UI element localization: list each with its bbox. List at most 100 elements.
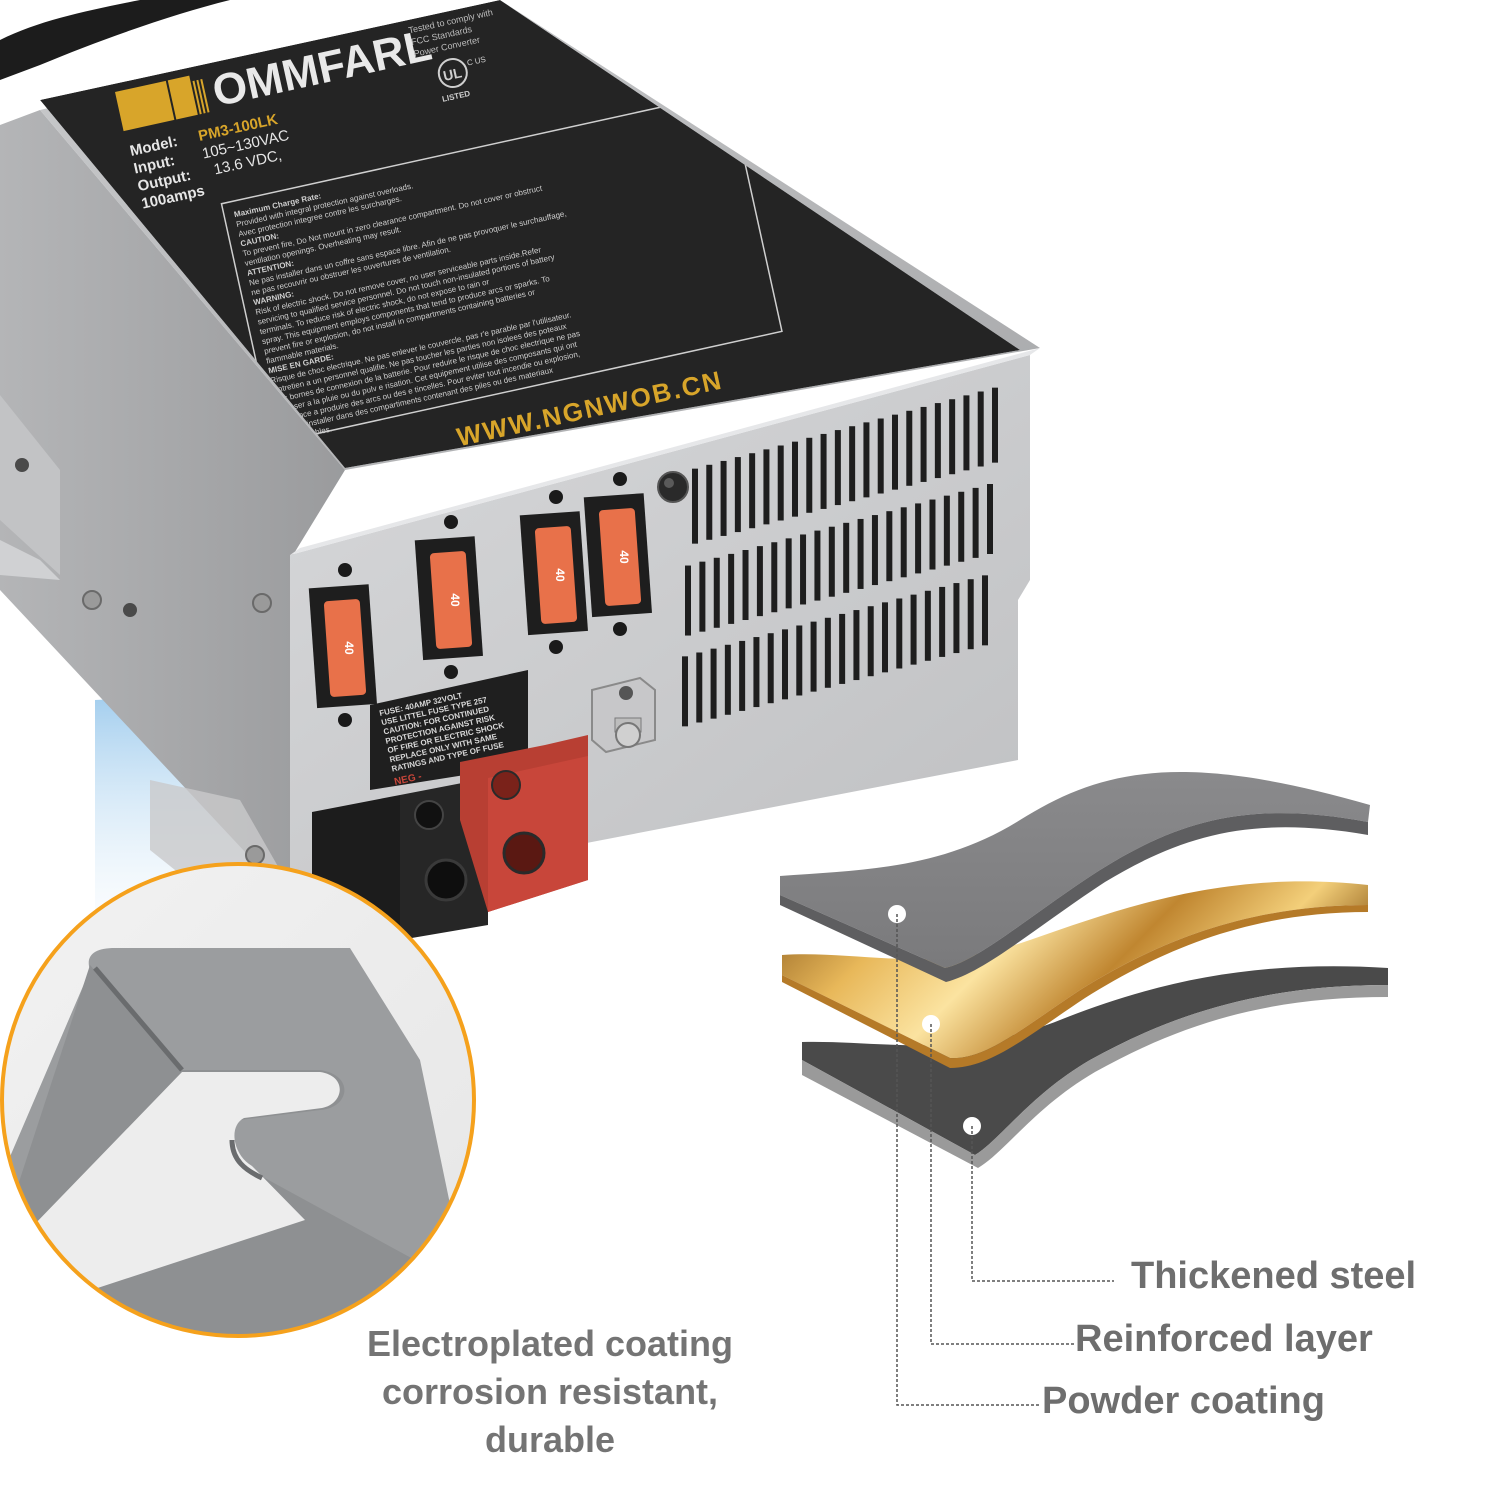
vent-slot bbox=[910, 594, 917, 665]
vent-slot bbox=[692, 468, 698, 544]
vent-slot bbox=[849, 426, 856, 502]
sheet-thickened-steel bbox=[802, 966, 1388, 1155]
fine-print-box bbox=[220, 91, 783, 444]
cable bbox=[0, 0, 230, 80]
vent-slot bbox=[843, 522, 850, 593]
vent-slot bbox=[900, 507, 907, 578]
vent-slot bbox=[834, 430, 841, 506]
label-powder-coating: Powder coating bbox=[1042, 1380, 1325, 1422]
vent-slot bbox=[967, 579, 974, 650]
vent-slot bbox=[934, 403, 941, 479]
fuse-3[interactable]: 40 bbox=[519, 490, 588, 654]
fuse-rating: 40 bbox=[553, 568, 567, 582]
vent-slot bbox=[929, 499, 936, 570]
vent-slot bbox=[739, 640, 746, 711]
fuse-rating: 40 bbox=[617, 550, 631, 564]
negative-socket-icon bbox=[424, 858, 468, 902]
fuse-rating: 40 bbox=[342, 641, 356, 655]
vent-slot bbox=[924, 590, 931, 661]
vent-slot bbox=[756, 546, 763, 617]
vent-slot bbox=[796, 625, 803, 696]
vent-slot bbox=[820, 433, 827, 509]
positive-terminal[interactable] bbox=[460, 735, 588, 912]
vent-slot bbox=[720, 460, 727, 536]
vent-slot bbox=[982, 575, 988, 646]
vent-slot bbox=[958, 491, 965, 562]
vent-slot bbox=[777, 445, 784, 521]
vent-slot bbox=[685, 565, 691, 636]
thickened-steel-leader bbox=[971, 1126, 1114, 1282]
vent-slot bbox=[728, 553, 735, 624]
vent-slot bbox=[857, 518, 864, 589]
vent-slot bbox=[682, 656, 688, 727]
vent-slot bbox=[886, 511, 893, 582]
fuse-4[interactable]: 40 bbox=[583, 472, 652, 636]
vent-slot bbox=[977, 391, 984, 467]
vent-slot bbox=[949, 399, 956, 475]
vent-slot bbox=[771, 542, 778, 613]
caption-line-1: Electroplated coating bbox=[366, 1323, 734, 1364]
vent-slot bbox=[749, 453, 756, 529]
vent-slot bbox=[767, 633, 774, 704]
sheet-powder-coating bbox=[780, 772, 1370, 968]
vent-slot bbox=[882, 602, 888, 673]
coating-caption: Electroplated coating corrosion resistan… bbox=[300, 1320, 800, 1464]
vent-slot bbox=[696, 652, 703, 723]
vent-slot bbox=[713, 557, 720, 628]
brand-logo-icon bbox=[115, 75, 210, 132]
vent-slot bbox=[800, 534, 807, 605]
layer-diagram: Thickened steel Reinforced layer Powder … bbox=[780, 772, 1416, 1422]
vent-slot bbox=[763, 449, 770, 525]
ventilation-grille bbox=[682, 387, 998, 727]
vent-slot bbox=[987, 484, 993, 554]
vent-slot bbox=[863, 422, 870, 498]
ul-mark: UL bbox=[442, 64, 464, 84]
vent-slot bbox=[853, 610, 860, 681]
vent-slot bbox=[699, 561, 706, 632]
ul-region: C US bbox=[466, 55, 487, 68]
positive-socket-icon bbox=[502, 831, 546, 875]
vent-slot bbox=[824, 617, 831, 688]
vent-slot bbox=[877, 418, 884, 494]
label-thickened-steel: Thickened steel bbox=[1131, 1255, 1416, 1297]
label-reinforced-layer: Reinforced layer bbox=[1075, 1318, 1373, 1360]
vent-slot bbox=[814, 530, 821, 601]
fuse-2[interactable]: 40 bbox=[414, 515, 483, 679]
vent-slot bbox=[742, 550, 749, 621]
vent-slot bbox=[706, 464, 713, 540]
vent-slot bbox=[972, 487, 979, 558]
vent-slot bbox=[892, 414, 898, 490]
vent-slot bbox=[939, 586, 946, 657]
ul-listed-icon: UL C US LISTED bbox=[437, 55, 487, 104]
vent-slot bbox=[953, 583, 960, 654]
vent-slot bbox=[839, 613, 846, 684]
vent-slot bbox=[943, 495, 950, 566]
ground-stud[interactable] bbox=[591, 676, 656, 754]
powder-coating-leader bbox=[896, 914, 1040, 1406]
vent-slot bbox=[992, 387, 998, 463]
fuse-rating: 40 bbox=[448, 593, 462, 607]
vent-slot bbox=[710, 648, 717, 719]
vent-slot bbox=[963, 395, 970, 471]
vent-slot bbox=[734, 457, 741, 533]
fuse-1[interactable]: 40 bbox=[308, 563, 377, 727]
vent-slot bbox=[785, 538, 792, 609]
vent-slot bbox=[915, 503, 922, 574]
vent-slot bbox=[920, 406, 927, 482]
housing-side bbox=[0, 110, 345, 900]
positive-screw-icon bbox=[491, 770, 521, 800]
zoom-detail bbox=[0, 862, 476, 1338]
fuse-panel: 40 40 40 40 bbox=[308, 472, 652, 727]
caption-line-2: corrosion resistant, bbox=[381, 1371, 719, 1412]
product-label: OMMFARL Tested to comply with FCC Standa… bbox=[40, 0, 1020, 468]
vent-slot bbox=[867, 606, 874, 677]
sheet-reinforced-layer bbox=[782, 881, 1368, 1059]
stud-screw-icon bbox=[615, 722, 641, 748]
negative-screw-icon bbox=[414, 800, 444, 830]
zoom-circle-outline bbox=[0, 862, 476, 1338]
vent-slot bbox=[871, 515, 878, 586]
vent-slot bbox=[810, 621, 817, 692]
vent-slot bbox=[782, 629, 788, 700]
